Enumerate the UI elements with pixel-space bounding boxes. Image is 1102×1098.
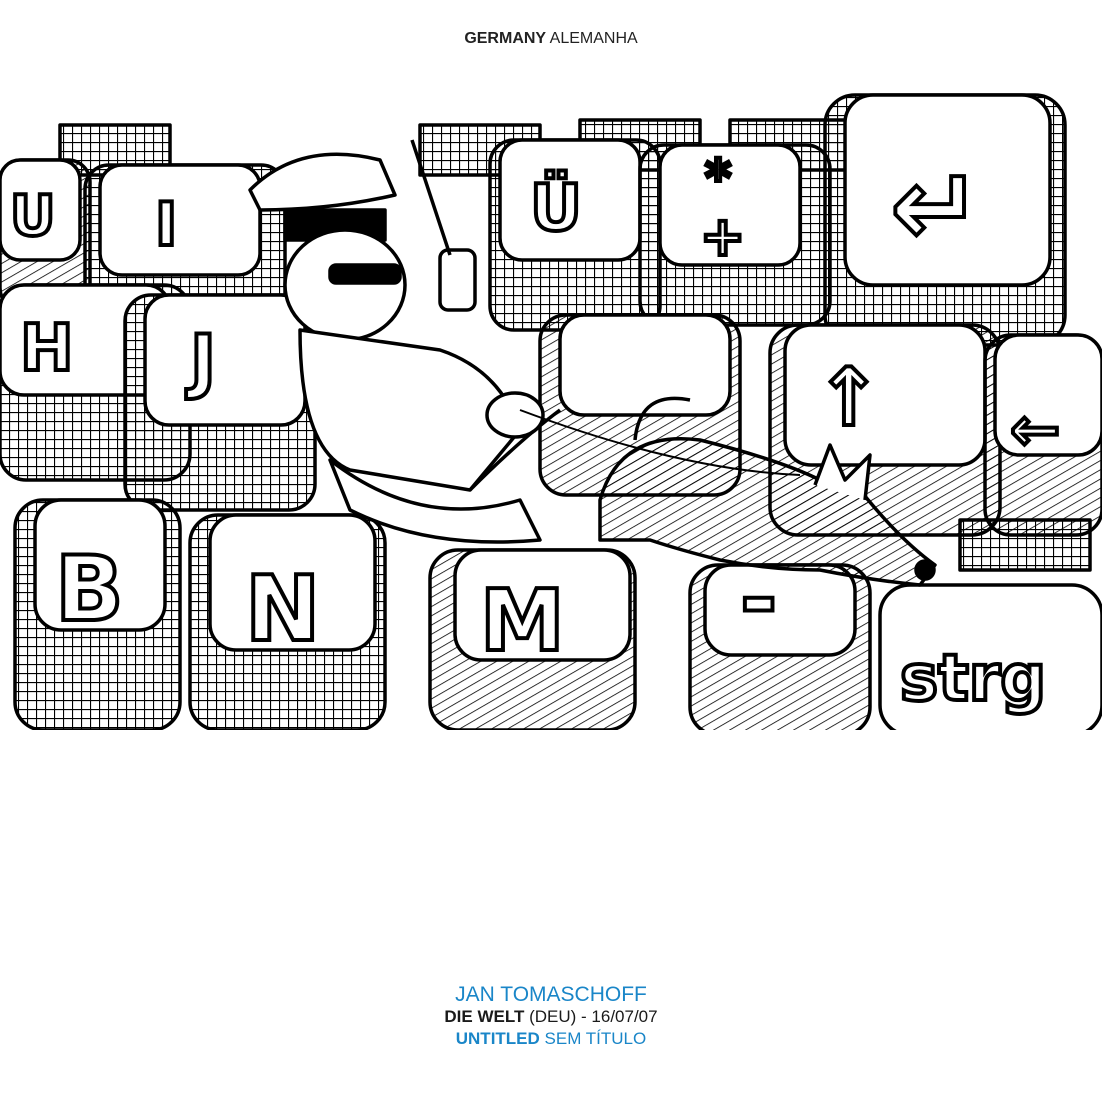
key-b [13, 498, 182, 730]
officer-figure [248, 139, 562, 544]
author-name: JAN TOMASCHOFF [455, 983, 647, 1006]
key-label-h: H [20, 312, 74, 386]
key-plus [638, 143, 832, 327]
dog-figure [519, 396, 937, 587]
title-en: UNTITLED [455, 1029, 540, 1048]
key-label-u: U [10, 184, 55, 249]
key-label-minus: - [740, 547, 777, 652]
key-label-b: B [55, 537, 124, 642]
caption: JAN TOMASCHOFF DIE WELT (DEU) - 16/07/07… [0, 984, 1102, 1050]
publication-date: - 16/07/07 [581, 1007, 658, 1026]
key-minus [688, 563, 872, 730]
key-label-strg: strg [900, 642, 1046, 716]
key-enter [823, 93, 1067, 347]
key-label-star: * [705, 149, 731, 207]
key-label-m: M [480, 572, 565, 671]
key-up [768, 323, 1002, 537]
country-name-pt: ALEMANHA [549, 30, 638, 47]
key-u [0, 158, 92, 312]
key-label-left: ← [1010, 395, 1060, 465]
page-header: GERMANY ALEMANHA [0, 30, 1102, 48]
country-code: (DEU) [529, 1007, 577, 1026]
cartoon-illustration: U I Ü * + ↵ H J ↑ ← B N M - strg [0, 93, 1102, 730]
key-n [188, 513, 387, 730]
key-m [428, 548, 637, 730]
publication-line: DIE WELT (DEU) - 16/07/07 [0, 1006, 1102, 1028]
key-label-ue: Ü [530, 170, 582, 246]
key-j [123, 293, 317, 512]
key-ue [488, 138, 662, 332]
key-labels: U I Ü * + ↵ H J ↑ ← B N M - strg [8, 141, 1062, 718]
key-label-up: ↑ [815, 351, 882, 444]
key-strg [878, 583, 1102, 730]
key-label-i: I [155, 190, 177, 260]
key-label-enter: ↵ [890, 143, 982, 271]
key-label-plus: + [700, 205, 745, 268]
key-label-j: J [186, 320, 216, 402]
title-line: UNTITLED SEM TÍTULO [0, 1028, 1102, 1050]
key-left [983, 333, 1102, 537]
title-pt: SEM TÍTULO [544, 1029, 647, 1048]
publication-name: DIE WELT [444, 1007, 525, 1026]
country-name: GERMANY [464, 30, 547, 47]
key-label-n: N [245, 557, 320, 662]
